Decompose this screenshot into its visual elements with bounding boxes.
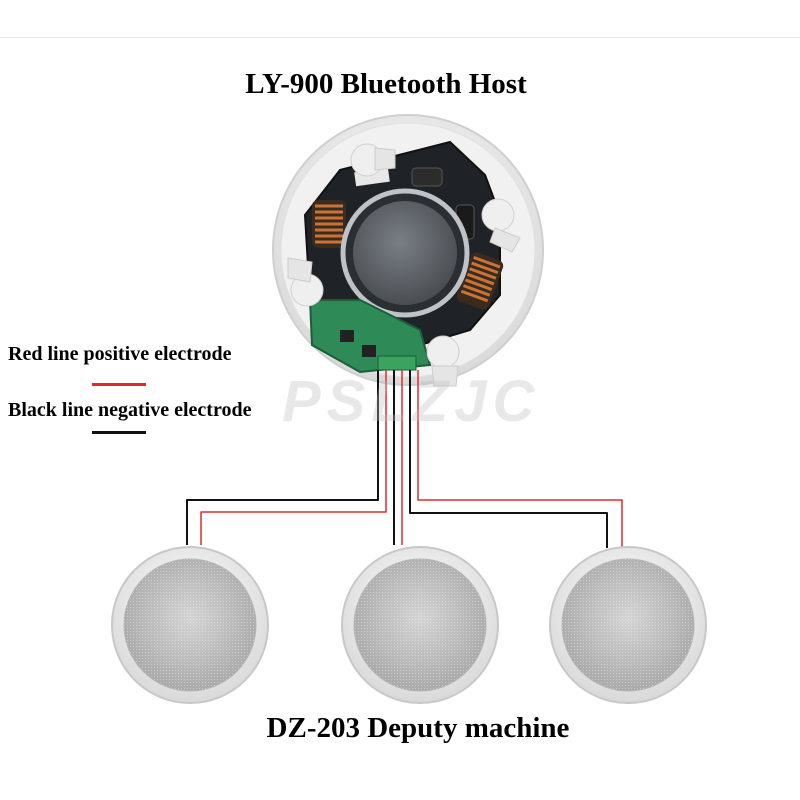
bluetooth-pcb [308,299,432,374]
deputy-title: DZ-203 Deputy machine [266,712,570,744]
mounting-clip [350,143,396,177]
legend-red-swatch [92,383,146,386]
legend-red-label: Red line positive electrode [8,343,232,365]
legend-black-swatch [92,431,146,434]
legend-black-label: Black line negative electrode [8,399,252,421]
crossover-coil-left [312,200,346,248]
mounting-clip [287,257,324,307]
watermark: PSLZJC [282,369,541,434]
wire-black-right [409,370,608,548]
top-divider [0,37,800,38]
bluetooth-host-speaker [272,114,544,387]
wiring [186,370,623,548]
deputy-speaker-right [549,546,707,704]
host-title: LY-900 Bluetooth Host [245,68,527,100]
mounting-clip [426,335,460,387]
wire-black-left [186,370,379,545]
deputy-speaker-left [111,546,269,704]
deputy-speaker-middle [341,546,499,704]
wire-red-right [417,370,623,548]
capacitor [411,167,443,187]
crossover-coil-right [456,252,504,310]
terminal-block [377,355,417,371]
mounting-clip [481,198,521,253]
wire-red-left [200,370,387,545]
